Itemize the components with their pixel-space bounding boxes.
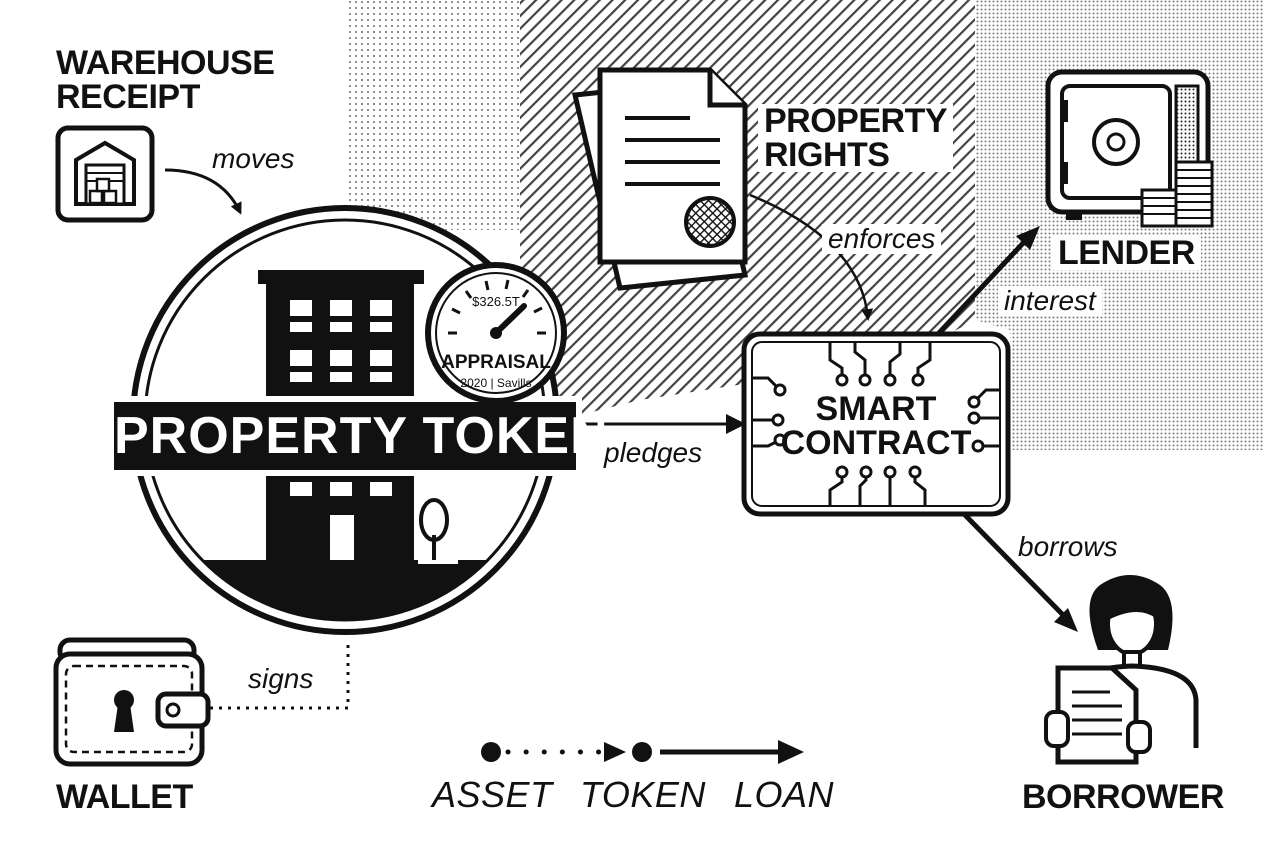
document-icon — [571, 67, 749, 291]
legend-graphic — [481, 740, 804, 764]
legend-loan: LOAN — [734, 774, 835, 815]
chip-icon — [741, 331, 1011, 517]
smart-contract-line1: SMART — [815, 390, 937, 428]
coin-stack-icon — [1140, 160, 1214, 228]
moves-arrow — [164, 168, 242, 215]
person-icon — [1044, 575, 1199, 765]
lender-label: LENDER — [1052, 236, 1201, 270]
safe-icon — [1045, 69, 1211, 220]
verb-enforces: enforces — [822, 224, 942, 254]
verb-signs: signs — [248, 663, 314, 694]
gauge-icon — [425, 262, 567, 404]
borrows-arrow — [962, 512, 1068, 620]
verb-pledges: pledges — [604, 437, 703, 468]
warehouse-receipt-line2: RECEIPT — [56, 78, 200, 116]
verb-borrows: borrows — [1018, 531, 1118, 562]
gauge-label: APPRAISAL — [441, 352, 551, 373]
warehouse-receipt-line1: WAREHOUSE — [56, 44, 275, 82]
property-rights-line2: RIGHTS — [764, 136, 890, 174]
seal-icon — [684, 196, 736, 248]
smart-contract-line2: CONTRACT — [780, 424, 972, 462]
property-token-title: PROPERTY TOKEN — [114, 407, 609, 465]
gauge-value: $326.5T — [472, 294, 520, 309]
verb-interest: interest — [998, 286, 1102, 316]
interest-arrow — [936, 238, 1028, 336]
tree-icon — [419, 498, 449, 560]
warehouse-receipt-label: WAREHOUSE RECEIPT — [56, 44, 275, 116]
keyhole-icon — [114, 690, 134, 732]
legend-asset: ASSET — [432, 774, 553, 815]
warehouse-icon — [55, 125, 155, 223]
borrower-label: BORROWER — [1022, 778, 1224, 816]
property-rights-line1: PROPERTY — [764, 102, 948, 140]
legend-token: TOKEN — [580, 774, 706, 815]
verb-moves: moves — [212, 143, 295, 174]
smart-contract-label: SMART CONTRACT — [744, 392, 1008, 460]
wallet-label: WALLET — [56, 778, 193, 816]
signs-connector — [210, 640, 350, 710]
property-rights-label: PROPERTY RIGHTS — [758, 102, 954, 174]
gauge-caption: 2020 | Savills — [460, 376, 532, 390]
